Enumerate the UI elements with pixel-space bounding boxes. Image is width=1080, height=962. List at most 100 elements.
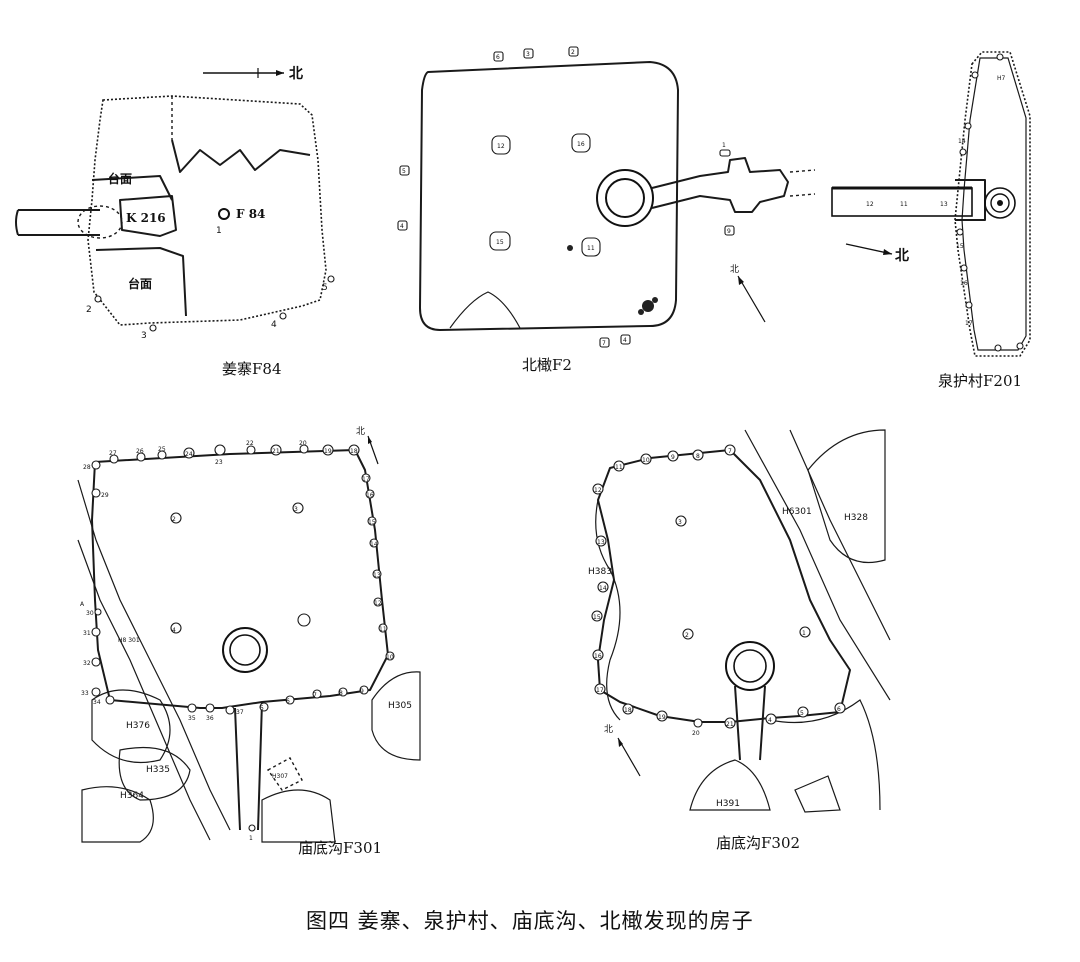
posthole bbox=[246, 445, 256, 455]
post-label: 16 bbox=[594, 653, 602, 660]
posthole bbox=[385, 651, 395, 661]
post-label: 10 bbox=[642, 457, 650, 464]
post-label: 6 bbox=[496, 54, 500, 61]
post-label: 12 bbox=[497, 143, 505, 150]
panel-beigan-f2: 12 16 15 11 6 3 2 5 4 1 9 7 4 bbox=[397, 46, 816, 374]
posthole-inner bbox=[571, 133, 591, 153]
posthole bbox=[205, 703, 215, 713]
post-label: 4 bbox=[271, 320, 277, 330]
post-label: 14 bbox=[599, 585, 607, 592]
post-label: 13 bbox=[373, 572, 381, 579]
pit-south bbox=[261, 789, 336, 843]
posthole bbox=[964, 122, 972, 130]
posthole bbox=[724, 444, 736, 456]
posthole bbox=[312, 689, 322, 699]
post-label: 7 bbox=[602, 340, 606, 347]
post-label: 6 bbox=[286, 698, 290, 705]
posthole-inner bbox=[799, 626, 811, 638]
house-outline-f84 bbox=[87, 95, 327, 326]
house-label-f84: F 84 bbox=[236, 207, 265, 221]
posthole bbox=[91, 687, 101, 697]
posthole-inner bbox=[170, 622, 182, 634]
post-label: 17 bbox=[965, 320, 973, 327]
posthole-outer bbox=[397, 220, 408, 231]
post-label: 16 bbox=[366, 492, 374, 499]
north-label-f302: 北 bbox=[604, 724, 613, 735]
posthole bbox=[91, 627, 101, 637]
pit-h391 bbox=[689, 759, 771, 811]
post-label: 23 bbox=[215, 459, 223, 466]
posthole bbox=[996, 53, 1004, 61]
north-label-jiangzhai: 北 bbox=[289, 66, 303, 82]
posthole bbox=[597, 581, 609, 593]
post-label: 12 bbox=[374, 600, 382, 607]
post-label: 11 bbox=[379, 626, 387, 633]
broken-wall-edge bbox=[171, 139, 311, 173]
posthole-outer bbox=[620, 334, 631, 345]
post-label: 21 bbox=[726, 721, 734, 728]
post-label: 16 bbox=[577, 141, 585, 148]
feature-label: H8 301 bbox=[118, 637, 140, 644]
post-label: 12 bbox=[594, 487, 602, 494]
post-label: 5 bbox=[322, 283, 328, 293]
house-outline-f302 bbox=[597, 449, 851, 723]
post-label: 35 bbox=[188, 715, 196, 722]
post-label: 4 bbox=[172, 627, 176, 634]
posthole bbox=[797, 706, 809, 718]
entrance-channel-f302 bbox=[734, 685, 766, 761]
post-label: 15 bbox=[593, 614, 601, 621]
hearth-ring-outer bbox=[725, 641, 775, 691]
post-label: 3 bbox=[294, 506, 298, 513]
posthole bbox=[270, 444, 282, 456]
posthole bbox=[765, 713, 777, 725]
post-label: 5 bbox=[402, 168, 406, 175]
posthole bbox=[109, 454, 119, 464]
post-label: 15 bbox=[956, 243, 964, 250]
posthole bbox=[94, 608, 102, 616]
posthole bbox=[1016, 342, 1024, 350]
perimeter-posts-f301: 28 27 26 25 24 23 22 21 20 19 18 17 16 bbox=[81, 440, 395, 842]
post-label: 7 bbox=[313, 692, 317, 699]
posthole bbox=[960, 264, 968, 272]
caption-miaodigou-f302: 庙底沟F302 bbox=[716, 834, 800, 852]
post-label: 4 bbox=[768, 717, 772, 724]
posthole bbox=[994, 344, 1002, 352]
pit-east-arc bbox=[769, 699, 881, 811]
platform-upper-edge bbox=[91, 175, 173, 201]
hearth-ring-inner bbox=[229, 634, 261, 666]
post-label: 2 bbox=[571, 49, 575, 56]
post-label: 21 bbox=[272, 448, 280, 455]
hearth-ring-outer bbox=[596, 169, 654, 227]
artefact-cluster bbox=[567, 245, 658, 315]
feature-label: H328 bbox=[844, 513, 868, 523]
hearth-ring-outer bbox=[222, 627, 268, 673]
posthole bbox=[965, 301, 973, 309]
pit-h376 bbox=[91, 689, 171, 764]
ditch-line-h6301 bbox=[744, 429, 891, 701]
post-label: 13 bbox=[597, 539, 605, 546]
post-label: 11 bbox=[615, 464, 623, 471]
panel-miaodigou-f302: H383 H6301 H328 H391 3 2 1 11 10 9 8 bbox=[588, 429, 891, 852]
hearth-f84 bbox=[218, 208, 230, 220]
house-outline-f201 bbox=[961, 57, 1027, 351]
post-label: 2 bbox=[172, 516, 176, 523]
posthole bbox=[94, 295, 102, 303]
post-label: 1 bbox=[722, 142, 726, 149]
post-label: 3 bbox=[526, 51, 530, 58]
entrance-threshold bbox=[955, 179, 986, 221]
posthole-outer bbox=[599, 337, 610, 348]
platform-label-lower: 台面 bbox=[128, 276, 152, 291]
post-label: 4 bbox=[400, 223, 404, 230]
post-label: 33 bbox=[81, 690, 89, 697]
feature-label: H364 bbox=[120, 791, 144, 801]
north-arrow-f302: 北 bbox=[604, 724, 641, 777]
posthole bbox=[91, 488, 101, 498]
ditch-line-west-inner bbox=[77, 539, 211, 841]
posthole-outer bbox=[724, 225, 735, 236]
entrance-extension bbox=[789, 169, 816, 197]
feature-label: H307 bbox=[272, 773, 288, 780]
posthole bbox=[724, 717, 736, 729]
post-label: 19 bbox=[324, 448, 332, 455]
posthole bbox=[322, 444, 334, 456]
posthole-outer bbox=[568, 46, 579, 57]
